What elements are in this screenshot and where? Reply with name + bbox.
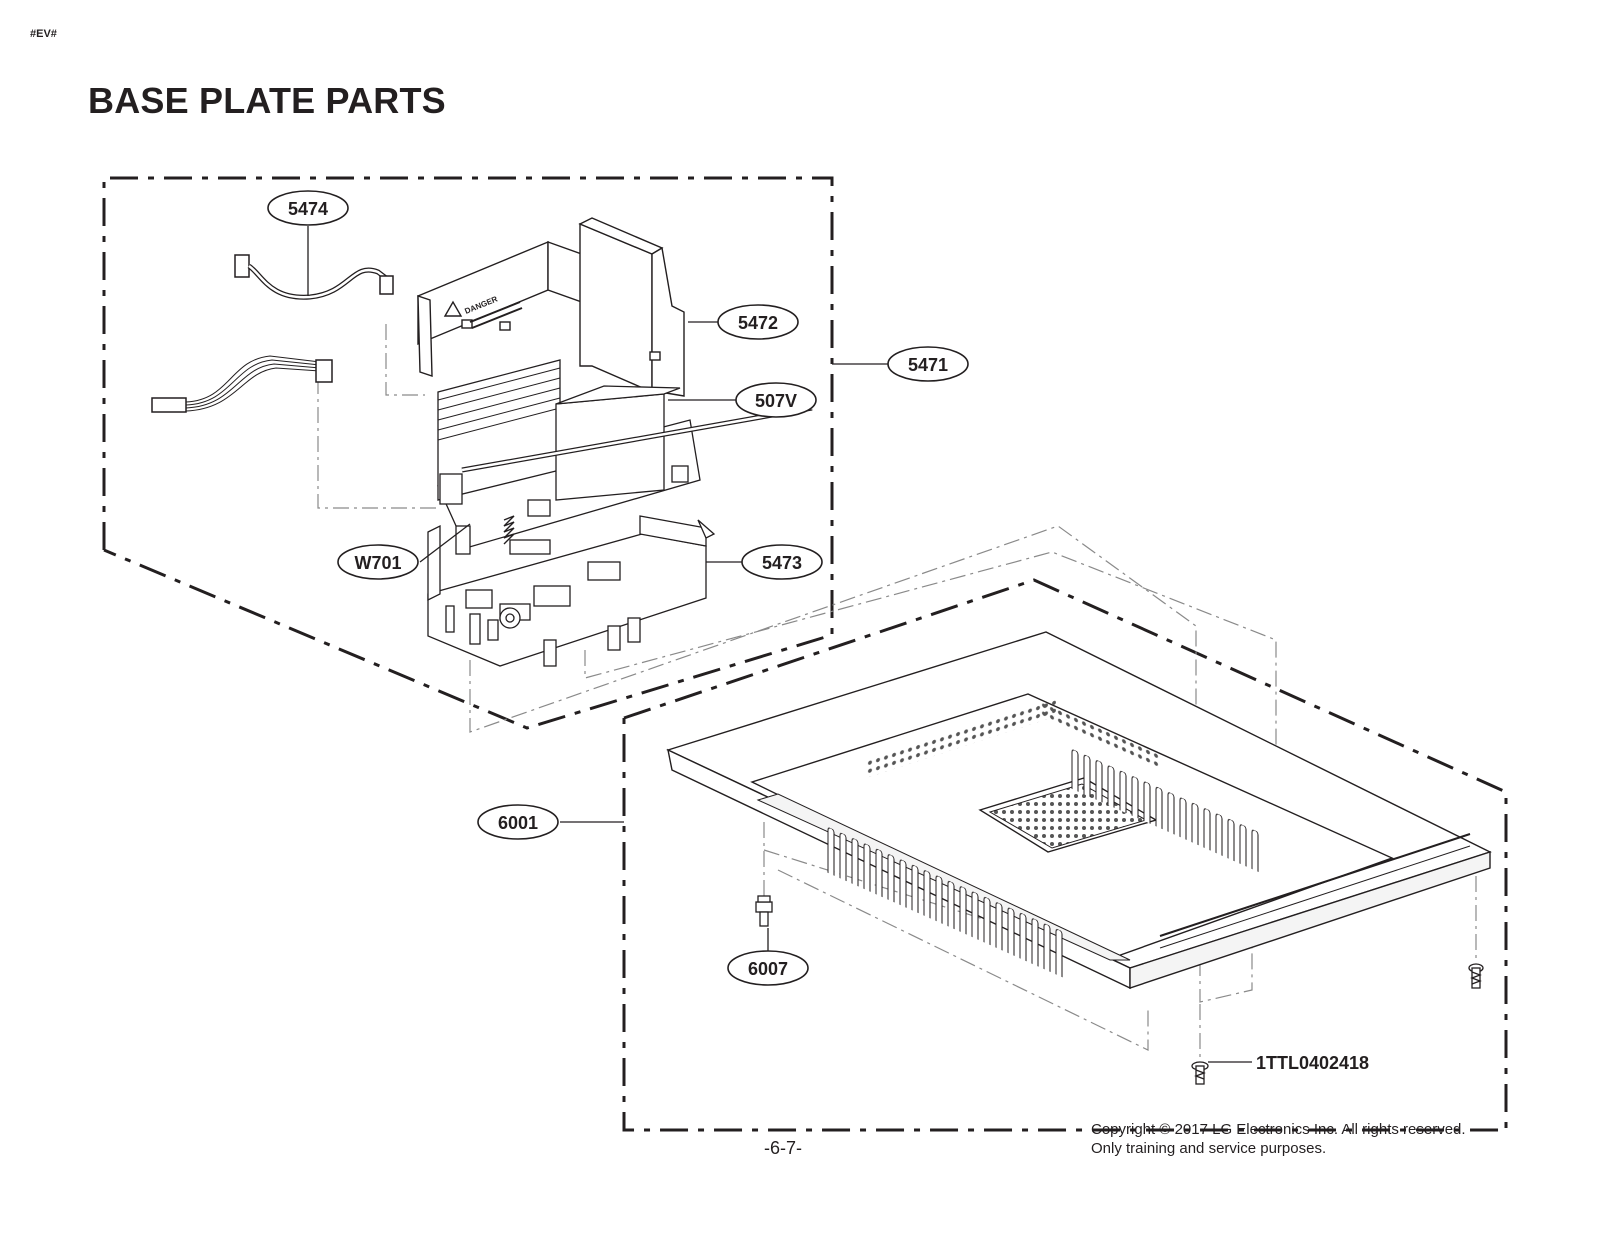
cover-5472: DANGER xyxy=(417,217,685,397)
bracket-5473 xyxy=(427,515,716,667)
callout-6007: 6007 xyxy=(727,950,809,986)
screw-right-side xyxy=(1468,963,1484,989)
callout-5472-label: 5472 xyxy=(738,313,778,333)
screw-6007 xyxy=(755,895,773,927)
callout-6001: 6001 xyxy=(477,804,559,840)
callout-5473-label: 5473 xyxy=(762,553,802,573)
callout-6001-label: 6001 xyxy=(498,813,538,833)
spring-w701 xyxy=(503,515,515,545)
document-tag: #EV# xyxy=(30,28,57,40)
screw-1ttl0402418 xyxy=(1191,1061,1209,1085)
callout-5473: 5473 xyxy=(741,544,823,580)
callout-5471-label: 5471 xyxy=(908,355,948,375)
callout-w701-label: W701 xyxy=(354,553,401,573)
inverter-board-507v xyxy=(437,359,813,549)
page-title: BASE PLATE PARTS xyxy=(88,80,446,121)
callout-6007-label: 6007 xyxy=(748,959,788,979)
callout-507v: 507V xyxy=(735,382,817,418)
copyright-notice: Copyright © 2017 LG Electronics Inc. All… xyxy=(1091,1120,1466,1158)
screw-part-number: 1TTL0402418 xyxy=(1256,1053,1369,1073)
base-plate-6001 xyxy=(666,631,1492,990)
base-plate-vent-slots xyxy=(826,698,1260,979)
copyright-line-1: Copyright © 2017 LG Electronics Inc. All… xyxy=(1091,1121,1466,1138)
wire-harness-5474 xyxy=(234,254,394,300)
callout-5474: 5474 xyxy=(267,190,349,226)
callout-507v-label: 507V xyxy=(755,391,797,411)
page-number: -6-7- xyxy=(764,1138,803,1158)
group-boundary-6001 xyxy=(622,578,1508,1132)
callout-5472: 5472 xyxy=(717,304,799,340)
callout-w701: W701 xyxy=(337,544,419,580)
callout-5474-label: 5474 xyxy=(288,199,328,219)
callout-5471: 5471 xyxy=(887,346,969,382)
flat-cable xyxy=(151,355,333,413)
group-boundary-5471 xyxy=(102,176,834,730)
copyright-line-2: Only training and service purposes. xyxy=(1091,1140,1327,1157)
